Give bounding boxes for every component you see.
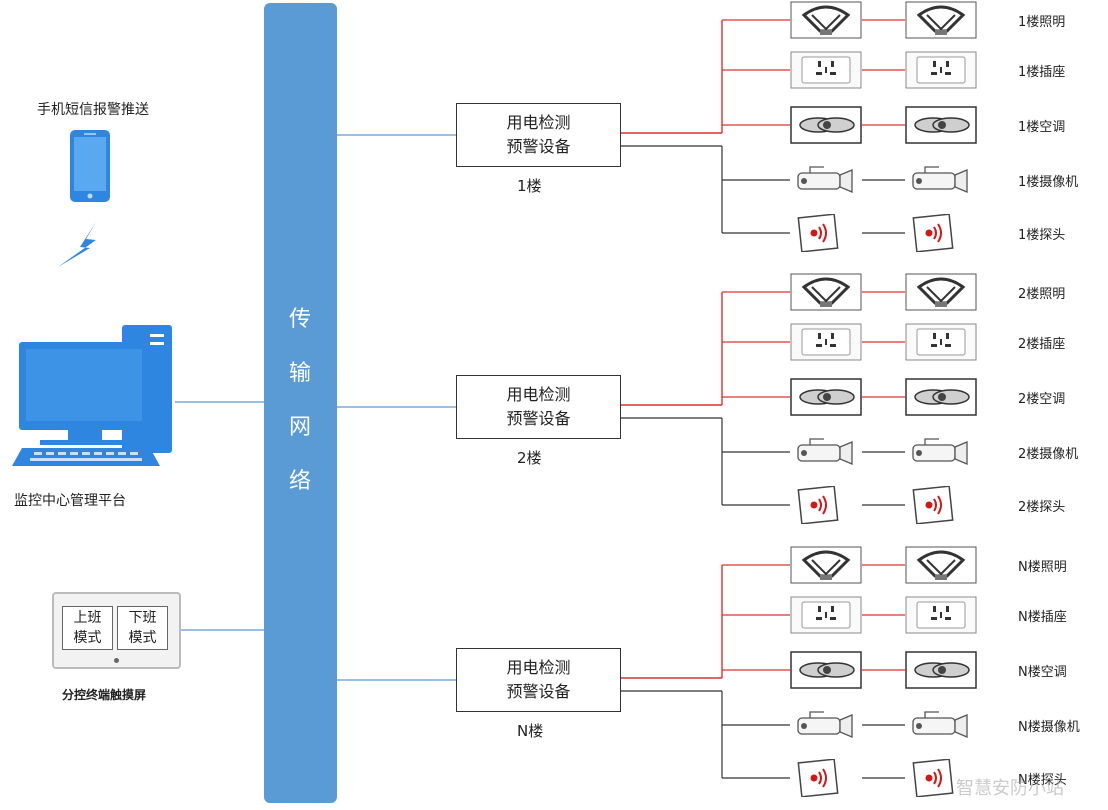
device-row-label: 1楼插座 xyxy=(1018,65,1066,80)
computer-icon xyxy=(12,325,172,466)
floor-label: 1楼 xyxy=(517,177,542,195)
socket-icon xyxy=(790,323,862,361)
device-row-label: N楼空调 xyxy=(1018,665,1067,680)
fan-icon xyxy=(790,378,862,416)
touch-screen-terminal: 上班模式 下班模式 xyxy=(52,592,181,669)
fan-icon xyxy=(905,651,977,689)
power-monitor-device: 用电检测预警设备 xyxy=(456,103,621,167)
lamp-icon xyxy=(790,1,862,39)
lamp-icon xyxy=(905,546,977,584)
work-mode-label: 上班模式 xyxy=(73,610,102,646)
lamp-icon xyxy=(905,273,977,311)
signal-bolt-icon xyxy=(58,222,96,267)
camera-icon xyxy=(912,438,968,465)
device-label-line: 预警设备 xyxy=(506,409,571,428)
watermark: 智慧安防小站 xyxy=(956,778,1064,799)
device-row-label: N楼照明 xyxy=(1018,560,1067,575)
camera-icon xyxy=(912,166,968,193)
phone-label: 手机短信报警推送 xyxy=(37,102,149,118)
lamp-icon xyxy=(790,273,862,311)
sensor-icon xyxy=(912,486,954,524)
device-row-label: 2楼照明 xyxy=(1018,287,1066,302)
device-row-label: 2楼插座 xyxy=(1018,337,1066,352)
lamp-icon xyxy=(905,1,977,39)
socket-icon xyxy=(905,323,977,361)
off-work-mode-label: 下班模式 xyxy=(128,610,157,646)
socket-icon xyxy=(790,51,862,89)
sensor-icon xyxy=(797,486,839,524)
lamp-icon xyxy=(790,546,862,584)
network-label-char: 传 xyxy=(288,307,311,332)
network-label: 传 输 网 络 xyxy=(280,293,320,509)
camera-icon xyxy=(797,711,853,738)
fan-icon xyxy=(790,651,862,689)
terminal-home-dot xyxy=(114,658,119,663)
floor-label: 2楼 xyxy=(517,449,542,467)
floor-label: N楼 xyxy=(517,722,544,740)
device-row-label: 1楼照明 xyxy=(1018,15,1066,30)
camera-icon xyxy=(912,711,968,738)
camera-icon xyxy=(797,166,853,193)
off-work-mode-button[interactable]: 下班模式 xyxy=(117,606,168,650)
device-label-line: 用电检测 xyxy=(506,385,571,404)
socket-icon xyxy=(905,51,977,89)
work-mode-button[interactable]: 上班模式 xyxy=(62,606,113,650)
sensor-icon xyxy=(797,214,839,252)
network-label-char: 网 xyxy=(288,415,311,440)
sensor-icon xyxy=(912,759,954,797)
device-row-label: N楼探头 xyxy=(1018,773,1067,788)
device-row-label: N楼插座 xyxy=(1018,610,1067,625)
device-row-label: 2楼空调 xyxy=(1018,392,1066,407)
fan-icon xyxy=(905,378,977,416)
device-label-line: 预警设备 xyxy=(506,682,571,701)
device-row-label: N楼摄像机 xyxy=(1018,720,1080,735)
power-monitor-device: 用电检测预警设备 xyxy=(456,648,621,712)
device-row-label: 2楼探头 xyxy=(1018,500,1066,515)
device-label-line: 预警设备 xyxy=(506,137,571,156)
sensor-icon xyxy=(912,214,954,252)
terminal-label: 分控终端触摸屏 xyxy=(62,688,147,702)
camera-icon xyxy=(797,438,853,465)
phone-icon xyxy=(58,130,110,267)
device-row-label: 1楼空调 xyxy=(1018,120,1066,135)
device-row-label: 1楼摄像机 xyxy=(1018,175,1079,190)
transmission-network-bar xyxy=(264,3,337,803)
fan-icon xyxy=(905,106,977,144)
device-label-line: 用电检测 xyxy=(506,658,571,677)
sensor-icon xyxy=(797,759,839,797)
fan-icon xyxy=(790,106,862,144)
network-label-char: 络 xyxy=(288,469,311,494)
network-label-char: 输 xyxy=(288,361,311,386)
device-label-line: 用电检测 xyxy=(506,113,571,132)
computer-label: 监控中心管理平台 xyxy=(14,493,126,509)
device-row-label: 1楼探头 xyxy=(1018,228,1066,243)
socket-icon xyxy=(790,596,862,634)
power-monitor-device: 用电检测预警设备 xyxy=(456,375,621,439)
device-row-label: 2楼摄像机 xyxy=(1018,447,1079,462)
socket-icon xyxy=(905,596,977,634)
